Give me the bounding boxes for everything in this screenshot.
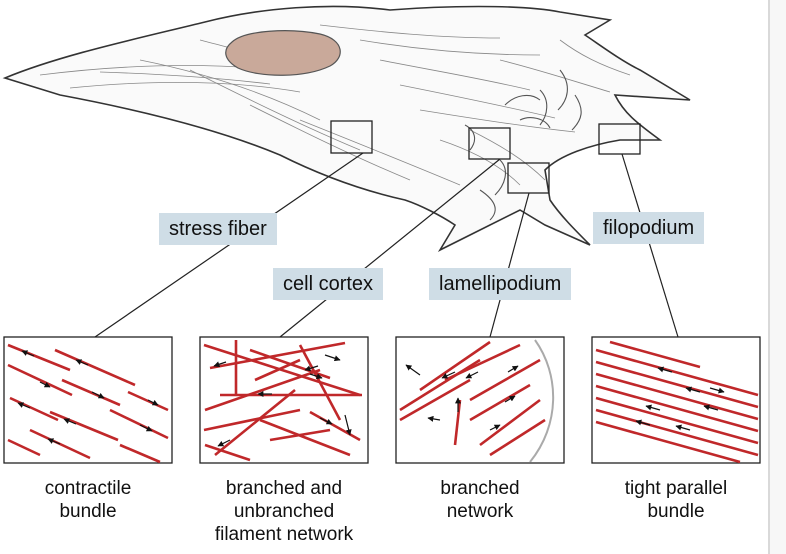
panel3-filaments: [399, 339, 555, 463]
caption-tight-parallel: tight parallel bundle: [592, 477, 760, 523]
caption-line: bundle: [59, 501, 117, 522]
panel4-filaments: [595, 340, 759, 464]
label-lamellipodium: lamellipodium: [429, 268, 572, 300]
caption-line: tight parallel: [624, 478, 728, 499]
caption-line: bundle: [647, 501, 705, 522]
panel-branched-network: [395, 336, 565, 464]
caption-branched-unbranched: branched and unbranched filament network: [190, 477, 378, 546]
label-filopodium: filopodium: [593, 212, 705, 244]
caption-line: unbranched: [233, 501, 335, 522]
caption-line: filament network: [214, 524, 354, 545]
box-stress-fiber: [330, 120, 373, 154]
box-filopodium: [598, 123, 641, 155]
cell-texture: [39, 24, 631, 186]
box-cell-cortex: [468, 127, 511, 160]
label-cell-cortex: cell cortex: [273, 268, 384, 300]
caption-line: network: [446, 501, 514, 522]
cell-outline: [2, 5, 691, 252]
panel2-filaments: [203, 340, 362, 462]
caption-line: branched: [440, 478, 520, 499]
caption-branched-network: branched network: [396, 477, 564, 523]
caption-contractile-bundle: contractile bundle: [4, 477, 172, 523]
page-edge-divider: [768, 0, 770, 554]
caption-line: branched and: [225, 478, 343, 499]
nucleus: [225, 30, 341, 76]
panel1-filaments: [7, 343, 169, 464]
label-stress-fiber: stress fiber: [159, 213, 277, 245]
leader-lines: [94, 152, 679, 338]
cell-ruffles: [464, 69, 582, 221]
page-gutter: [770, 0, 786, 554]
caption-line: contractile: [44, 478, 132, 499]
